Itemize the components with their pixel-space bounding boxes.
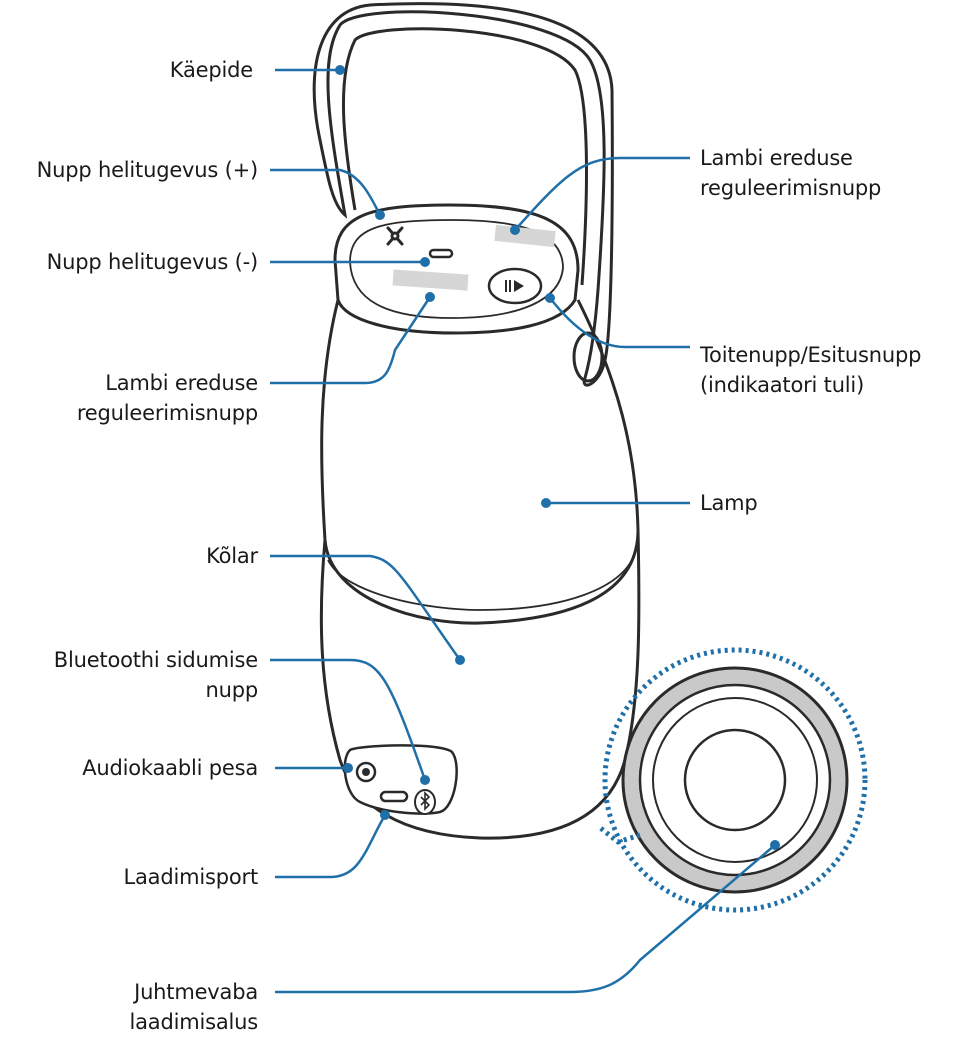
label-brightness-right: Lambi ereduse reguleerimisnupp [700, 143, 881, 203]
label-bluetooth-line2: nupp [205, 678, 259, 702]
label-speaker: Kõlar [206, 541, 258, 571]
leader-brightness-right [514, 156, 690, 231]
label-brightness-right-line1: Lambi ereduse [700, 146, 853, 170]
leader-bluetooth [270, 658, 427, 781]
label-handle: Käepide [170, 55, 253, 85]
minus-icon [428, 248, 454, 259]
label-charging-port-text: Laadimisport [123, 865, 259, 889]
label-speaker-text: Kõlar [206, 544, 258, 568]
label-volume-down: Nupp helitugevus (-) [46, 247, 259, 277]
label-power-play-line1: Toitenupp/Esitusnupp [700, 343, 922, 367]
bluetooth-icon [414, 789, 436, 815]
label-handle-text: Käepide [169, 58, 253, 82]
leader-charging-port [275, 814, 387, 879]
play-pause-icon [487, 267, 543, 305]
label-charging-port: Laadimisport [123, 862, 259, 892]
label-lamp-text: Lamp [700, 491, 758, 515]
lamp-body [319, 299, 641, 840]
label-audio-jack-text: Audiokaabli pesa [82, 756, 258, 780]
leader-power-play [549, 297, 690, 349]
label-brightness-left-line2: reguleerimisnupp [76, 401, 258, 425]
port-panel [343, 744, 458, 815]
leader-dots [335, 65, 780, 850]
label-wireless-base-line2: laadimisalus [129, 1010, 258, 1034]
label-power-play: Toitenupp/Esitusnupp (indikaatori tuli) [700, 340, 921, 400]
leader-lines [270, 68, 776, 994]
label-lamp: Lamp [700, 488, 758, 518]
leader-speaker [270, 554, 462, 661]
label-bluetooth-line1: Bluetoothi sidumise [53, 648, 258, 672]
wireless-charging-base [596, 647, 868, 913]
label-volume-up-text: Nupp helitugevus (+) [36, 158, 259, 182]
leader-brightness-left [270, 296, 432, 385]
label-brightness-left: Lambi ereduse reguleerimisnupp [77, 368, 258, 428]
label-power-play-line2: (indikaatori tuli) [700, 373, 865, 397]
label-brightness-right-line2: reguleerimisnupp [700, 176, 882, 200]
brightness-strip-right [494, 224, 556, 248]
top-plate [333, 203, 580, 335]
audio-jack-icon [355, 761, 377, 783]
plus-icon [386, 226, 404, 246]
label-wireless-base-line1: Juhtmevaba [134, 980, 258, 1004]
label-volume-up: Nupp helitugevus (+) [36, 155, 259, 185]
label-brightness-left-line1: Lambi ereduse [105, 371, 258, 395]
leader-wireless-base [275, 844, 776, 994]
label-audio-jack: Audiokaabli pesa [82, 753, 258, 783]
leader-volume-up [270, 168, 382, 216]
brightness-strip-left [392, 269, 469, 291]
label-wireless-base: Juhtmevaba laadimisalus [129, 977, 258, 1037]
label-volume-down-text: Nupp helitugevus (-) [46, 250, 259, 274]
label-bluetooth: Bluetoothi sidumise nupp [54, 645, 258, 705]
usb-port-icon [379, 790, 409, 803]
